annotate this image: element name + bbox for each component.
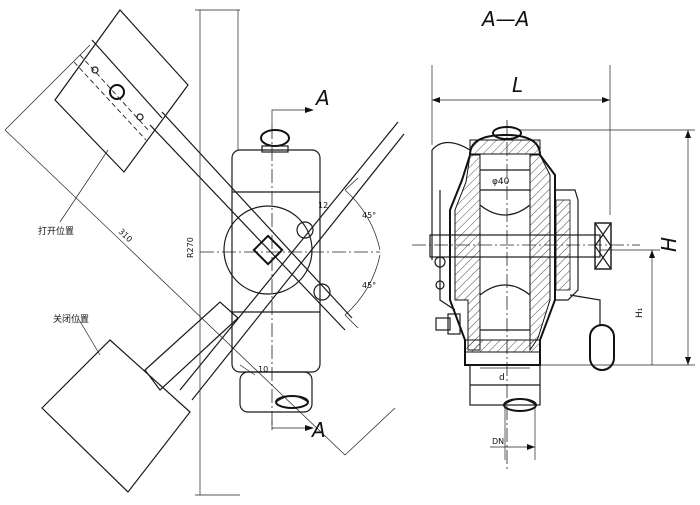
- dim-310: 310: [117, 227, 134, 244]
- dim-r270: R270: [186, 237, 195, 258]
- open-position-label: 打开位置: [38, 225, 74, 237]
- dim-12: 12: [318, 201, 328, 210]
- dim-phi40: φ40: [492, 177, 510, 187]
- angle-upper: 45°: [362, 211, 376, 220]
- section-mark-bottom: A: [310, 418, 326, 442]
- dim-h1: H₁: [635, 307, 645, 318]
- closed-position-handle-plate: [41, 301, 239, 493]
- dim-dn: DN: [492, 437, 504, 446]
- valve-body-plan: [223, 129, 331, 413]
- dim-h: H: [657, 237, 681, 252]
- plan-view: [4, 9, 405, 496]
- section-mark-top: A: [314, 86, 330, 110]
- angle-lower: 45°: [362, 281, 376, 290]
- dim-d: d: [499, 373, 505, 383]
- dim-l: L: [512, 73, 523, 97]
- closed-position-label: 关闭位置: [53, 313, 89, 325]
- open-position-handle-plate: [54, 9, 189, 173]
- section-view: [412, 65, 695, 470]
- dim-10: 10: [258, 365, 268, 374]
- handle-arms: [4, 44, 405, 456]
- section-title: A—A: [480, 7, 529, 31]
